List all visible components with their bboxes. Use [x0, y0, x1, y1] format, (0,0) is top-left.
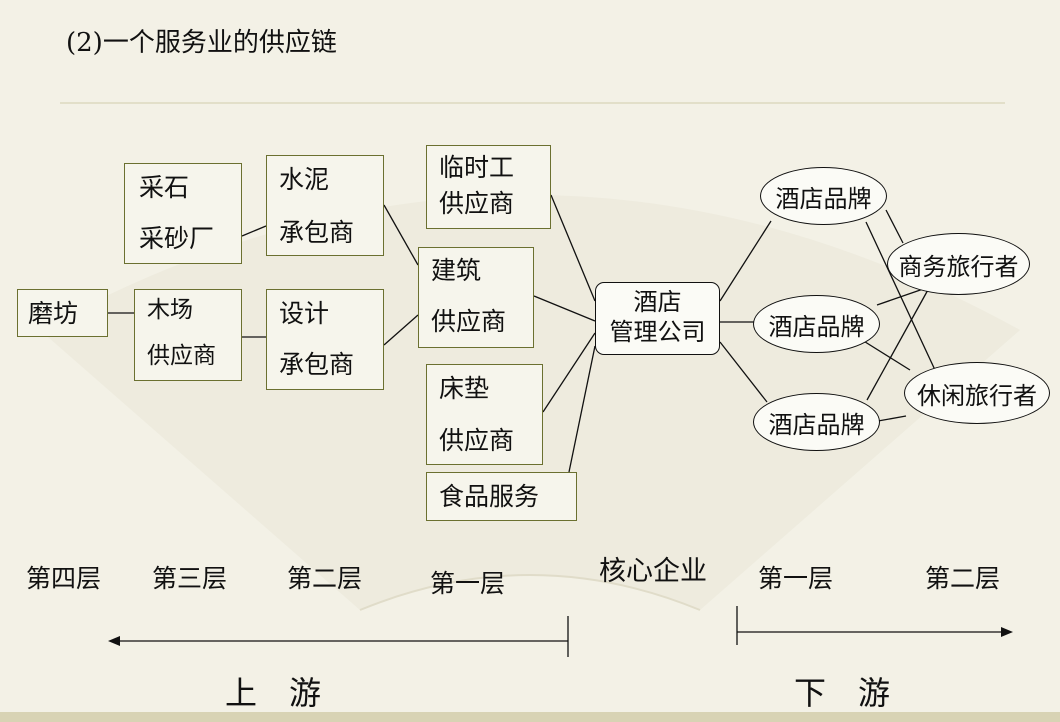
node-brand-2: 酒店品牌	[753, 295, 880, 353]
line-core-brand3	[719, 341, 768, 403]
downstream-arrowhead	[1001, 627, 1013, 637]
line-caishi-shuini	[241, 225, 267, 237]
line-brand3-leisure	[877, 415, 907, 422]
node-business-traveler: 商务旅行者	[887, 233, 1030, 295]
node-mofang: 磨坊	[17, 289, 108, 337]
layer-label-downstream-2: 第二层	[925, 564, 1001, 593]
node-sheji: 设计 承包商	[266, 289, 384, 390]
node-jianzhu: 建筑 供应商	[418, 247, 534, 348]
line-brand2-leisure	[861, 339, 911, 371]
node-muchang: 木场 供应商	[134, 289, 242, 381]
node-brand-1: 酒店品牌	[760, 167, 887, 225]
node-chuangdian: 床垫 供应商	[426, 364, 543, 465]
line-chuangdian-core	[542, 332, 596, 413]
line-jianzhu-core	[533, 295, 596, 322]
line-linshigong-core	[550, 194, 596, 302]
line-core-brand1	[719, 220, 772, 302]
node-shuini: 水泥 承包商	[266, 155, 384, 256]
line-shuini-jianzhu	[383, 204, 419, 266]
line-shipin-core	[568, 345, 596, 473]
layer-label-downstream-1: 第一层	[758, 564, 834, 593]
bottom-bar	[0, 712, 1060, 722]
line-sheji-jianzhu	[383, 314, 419, 346]
upstream-arrowhead	[108, 636, 120, 646]
node-caishi: 采石 采砂厂	[124, 163, 242, 264]
upstream-label: 上 游	[225, 674, 322, 712]
line-brand3-business	[866, 287, 930, 401]
layer-label-4: 第四层	[26, 564, 102, 593]
node-core-hotel-management: 酒店 管理公司	[595, 282, 720, 355]
node-linshigong: 临时工 供应商	[426, 145, 551, 229]
line-brand1-leisure	[865, 221, 936, 371]
downstream-label: 下 游	[794, 674, 891, 712]
node-leisure-traveler: 休闲旅行者	[904, 362, 1050, 424]
layer-label-2: 第二层	[287, 564, 363, 593]
node-brand-3: 酒店品牌	[753, 393, 880, 451]
node-shipin: 食品服务	[426, 472, 577, 521]
page-title: (2)一个服务业的供应链	[66, 28, 337, 58]
layer-label-3: 第三层	[152, 564, 228, 593]
line-brand1-business	[885, 209, 904, 244]
layer-label-1: 第一层	[430, 569, 506, 598]
layer-label-core: 核心企业	[599, 556, 707, 587]
